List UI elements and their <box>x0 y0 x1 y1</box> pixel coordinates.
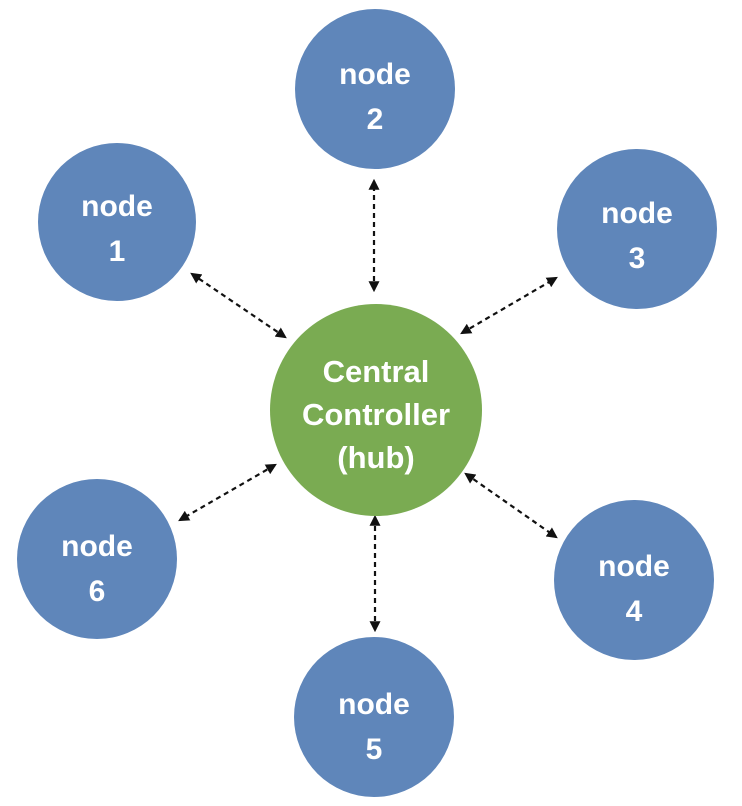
node-6: node 6 <box>17 479 177 639</box>
node-2: node 2 <box>295 9 455 169</box>
node-5-label-line-1: node <box>338 688 410 721</box>
node-2-label-line-1: node <box>339 58 411 91</box>
node-1-circle <box>38 143 196 301</box>
node-4: node 4 <box>554 500 714 660</box>
link-hub-node-1 <box>190 272 287 339</box>
hub-label-line-2: Controller <box>302 397 450 432</box>
node-1-label-line-1: node <box>81 190 153 223</box>
hub-circle <box>270 304 482 516</box>
node-4-label-line-2: 4 <box>626 595 643 628</box>
node-1: node 1 <box>38 143 196 301</box>
node-4-label-line-1: node <box>598 550 670 583</box>
node-1-label-line-2: 1 <box>109 235 126 268</box>
node-5-label-line-2: 5 <box>366 733 383 766</box>
links <box>178 178 558 633</box>
node-3-label-line-2: 3 <box>629 242 646 275</box>
node-5-circle <box>294 637 454 797</box>
node-3: node 3 <box>557 149 717 309</box>
node-6-label-line-2: 6 <box>89 575 106 608</box>
node-6-label-line-1: node <box>61 530 133 563</box>
node-6-circle <box>17 479 177 639</box>
hub-label-line-1: Central <box>323 354 430 389</box>
link-hub-node-3 <box>460 276 558 335</box>
node-3-circle <box>557 149 717 309</box>
node-5: node 5 <box>294 637 454 797</box>
link-hub-node-4 <box>464 472 558 539</box>
hub-central-controller: Central Controller (hub) <box>270 304 482 516</box>
hub-label-line-3: (hub) <box>337 440 414 475</box>
link-hub-node-6 <box>178 463 277 522</box>
node-2-label-line-2: 2 <box>367 103 384 136</box>
node-4-circle <box>554 500 714 660</box>
node-3-label-line-1: node <box>601 197 673 230</box>
node-2-circle <box>295 9 455 169</box>
